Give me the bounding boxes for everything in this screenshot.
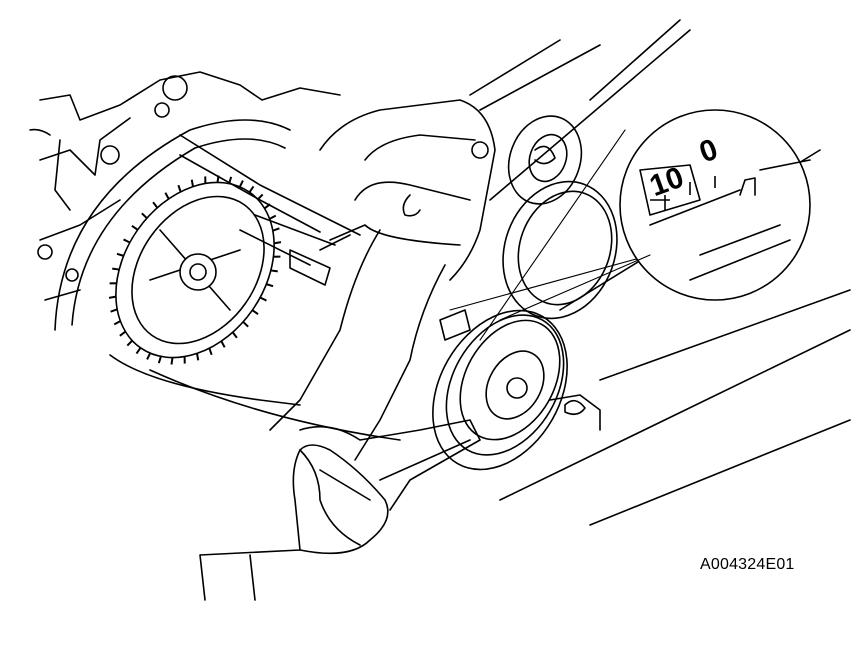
- sprocket-tooth: [220, 340, 226, 348]
- sprocket-tooth: [196, 353, 200, 361]
- intake-hose: [319, 99, 496, 281]
- sprocket-tooth: [112, 267, 120, 271]
- crankshaft-pulley: [432, 257, 641, 471]
- sprocket-tooth: [269, 214, 277, 220]
- sprocket-tooth: [238, 180, 244, 188]
- sprocket-tooth: [131, 225, 139, 231]
- sprocket-tooth: [119, 330, 127, 337]
- sprocket-tooth: [248, 185, 255, 193]
- hand-with-wrench: [199, 419, 481, 601]
- inset-leader-lines: [479, 129, 651, 341]
- sprocket-tooth: [126, 339, 133, 347]
- sprocket-tooth: [135, 347, 142, 355]
- sprocket-tooth: [259, 296, 267, 302]
- sprocket-tooth: [152, 201, 159, 209]
- sprocket-tooth: [157, 356, 162, 364]
- sprocket-tooth: [141, 212, 148, 219]
- sprocket-tooth: [263, 203, 271, 210]
- sprocket-tooth: [110, 308, 118, 313]
- bracket: [549, 394, 601, 431]
- sprocket-tooth: [116, 252, 124, 257]
- sprocket-tooth: [251, 309, 259, 315]
- sprocket-tooth: [266, 283, 274, 288]
- sprocket-tooth: [272, 227, 280, 232]
- idler-pulley: [502, 115, 618, 320]
- sprocket-tooth: [164, 192, 170, 200]
- sprocket-tooth: [108, 295, 117, 299]
- sprocket-tooth: [270, 269, 278, 273]
- sprocket-tooth: [208, 347, 213, 356]
- sprocket-tooth: [177, 184, 182, 193]
- sprocket-tooth: [113, 320, 121, 326]
- sprocket-tooth: [170, 357, 174, 365]
- sprocket-tooth: [146, 352, 152, 360]
- sprocket-tooth: [231, 331, 238, 339]
- figure-code: A004324E01: [700, 556, 795, 573]
- camshaft-sprocket: [108, 175, 336, 365]
- sprocket-tooth: [190, 179, 194, 187]
- sprocket-tooth: [216, 175, 220, 183]
- sprocket-tooth: [257, 193, 264, 201]
- engine-block: [29, 71, 341, 301]
- sprocket-tooth: [228, 176, 233, 184]
- lower-hose: [269, 229, 446, 461]
- sprocket-tooth: [123, 238, 131, 244]
- sprocket-tooth: [242, 321, 249, 328]
- timing-housing: [54, 119, 401, 441]
- timing-mark-inset: [619, 109, 811, 301]
- sprocket-tooth: [273, 241, 282, 245]
